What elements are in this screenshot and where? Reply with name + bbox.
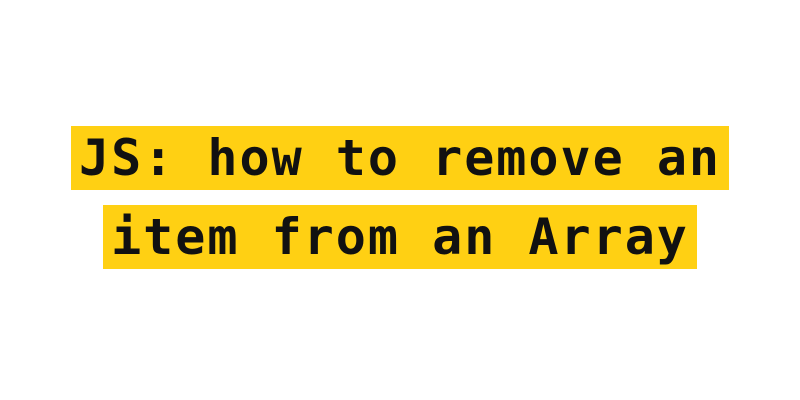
article-title: JS: how to remove an item from an Array <box>70 125 730 269</box>
title-line-1: JS: how to remove an <box>70 125 730 190</box>
title-line-2: item from an Array <box>103 204 697 269</box>
